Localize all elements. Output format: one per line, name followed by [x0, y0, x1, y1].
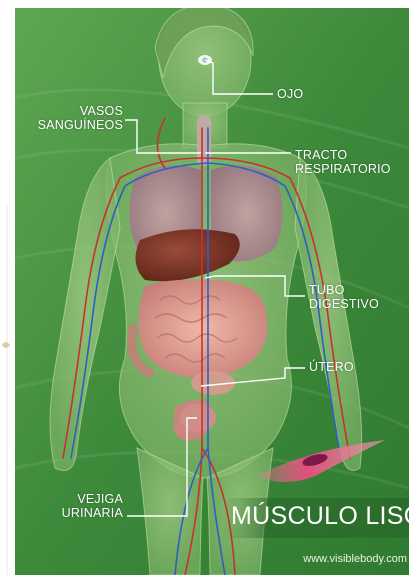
label-uterus-text: ÚTERO: [309, 360, 354, 374]
label-bladder-line2: URINARIA: [19, 506, 123, 520]
label-eye: OJO: [277, 87, 303, 101]
label-respiratory-tract: TRACTO RESPIRATORIO: [295, 148, 391, 176]
label-eye-text: OJO: [277, 87, 303, 101]
label-blood-vessels-line2: SANGUÍNEOS: [19, 118, 123, 132]
label-respiratory-line2: RESPIRATORIO: [295, 162, 391, 176]
label-uterus: ÚTERO: [309, 360, 354, 374]
label-digestive-line1: TUBO: [309, 283, 379, 297]
anatomy-illustration: OJO VASOS SANGUÍNEOS TRACTO RESPIRATORIO…: [15, 8, 409, 575]
label-bladder-line1: VEJIGA: [19, 492, 123, 506]
title-banner: MÚSCULO LISO: [231, 502, 409, 531]
credit-text: www.visiblebody.com: [303, 553, 407, 565]
label-blood-vessels-line1: VASOS: [19, 104, 123, 118]
label-digestive-line2: DIGESTIVO: [309, 297, 379, 311]
left-edge-strip: [0, 205, 14, 575]
label-blood-vessels: VASOS SANGUÍNEOS: [19, 104, 123, 132]
label-digestive-tube: TUBO DIGESTIVO: [309, 283, 379, 311]
label-respiratory-line1: TRACTO: [295, 148, 391, 162]
label-bladder: VEJIGA URINARIA: [19, 492, 123, 520]
